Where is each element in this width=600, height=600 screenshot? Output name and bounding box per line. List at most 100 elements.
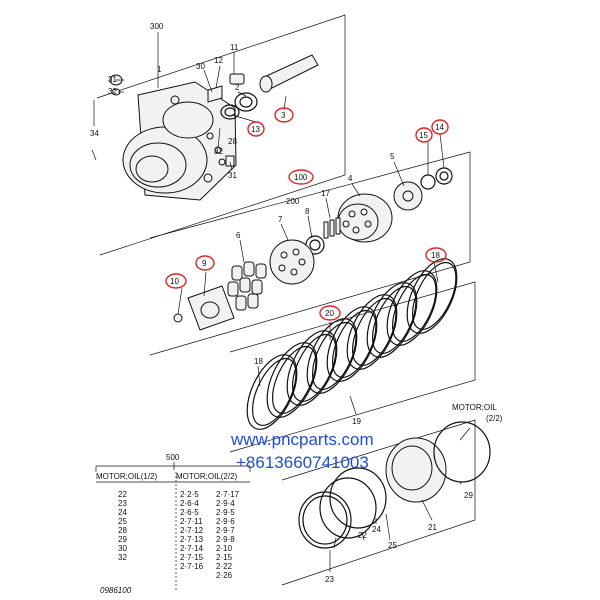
table-cell: 2·15 [216, 553, 233, 562]
callout-6: 6 [236, 231, 241, 240]
plate-outer [346, 294, 398, 370]
plate-outer [266, 342, 318, 418]
callout-9: 9 [202, 259, 207, 268]
table-cell: 2·7·14 [180, 544, 204, 553]
rotor-group [173, 167, 453, 331]
callout-28: 28 [228, 137, 237, 146]
table-cell: 24 [118, 508, 127, 517]
callout-5: 5 [390, 152, 395, 161]
table-cell: 2·9·7 [216, 526, 235, 535]
table-column-right: 2·7·172·9·42·9·52·9·62·9·72·9·82·102·152… [216, 490, 240, 580]
table-cell: 2·7·16 [180, 562, 204, 571]
callout-24: 24 [372, 525, 381, 534]
callout-10: 10 [170, 277, 179, 286]
table-column-mid: 2·2·52·6·42·6·52·7·112·7·122·7·132·7·142… [180, 490, 204, 571]
plate-outer [406, 258, 458, 334]
callout-22: 22 [358, 531, 367, 540]
leader-lines [93, 32, 471, 572]
plate-inner [411, 261, 457, 330]
motor-oil-label-line1: MOTOR;OIL [452, 403, 497, 412]
callout-13: 13 [251, 125, 260, 134]
highlight-10 [165, 273, 187, 289]
table-cell: 25 [118, 517, 127, 526]
callout-2: 2 [235, 83, 240, 92]
callout-31a: 31 [108, 75, 117, 84]
friction-plate-stack [246, 258, 458, 430]
callout-18a: 18 [431, 251, 440, 260]
highlight-13 [247, 121, 265, 137]
callout-14: 14 [435, 123, 444, 132]
frame-bottom [281, 419, 476, 586]
callout-3: 3 [281, 111, 286, 120]
callout-200: 200 [286, 197, 300, 206]
table-cell: 2·7·12 [180, 526, 204, 535]
parts-table: MOTOR;OIL(1/2) MOTOR;OIL(2/2) 2223242528… [95, 465, 251, 590]
plate-outer [366, 282, 418, 358]
highlight-20 [319, 305, 341, 321]
highlight-9 [195, 255, 215, 271]
callout-1: 1 [157, 65, 162, 74]
frame-middle [149, 151, 471, 356]
callout-7: 7 [278, 215, 283, 224]
table-cell: 32 [118, 553, 127, 562]
table-cell: 22 [118, 490, 127, 499]
bottom-parts [298, 421, 491, 549]
callout-23: 23 [325, 575, 334, 584]
piston-cluster [227, 261, 267, 311]
table-cell: 2·7·11 [180, 517, 203, 526]
callout-18b: 18 [254, 357, 263, 366]
motor-housing [122, 81, 237, 201]
highlight-100 [288, 169, 314, 185]
frame-upper [96, 14, 346, 256]
table-cell: 2·2·5 [180, 490, 199, 499]
upper-small-parts [91, 54, 319, 167]
callout-8: 8 [305, 207, 310, 216]
table-cell: 2·10 [216, 544, 233, 553]
callout-20: 20 [325, 309, 334, 318]
table-header-right: MOTOR;OIL(2/2) [176, 472, 238, 481]
callout-100: 100 [294, 173, 308, 182]
callout-17: 17 [321, 189, 330, 198]
table-cell: 2·22 [216, 562, 233, 571]
callout-19: 19 [352, 417, 361, 426]
table-cell: 28 [118, 526, 127, 535]
highlight-15 [415, 127, 433, 143]
callout-12: 12 [214, 56, 223, 65]
table-cell: 2·7·17 [216, 490, 240, 499]
highlight-18 [425, 247, 447, 263]
table-cell: 2·6·5 [180, 508, 199, 517]
callout-4: 4 [348, 174, 353, 183]
callout-34: 34 [90, 129, 99, 138]
callout-11: 11 [230, 43, 239, 52]
callout-21: 21 [428, 523, 437, 532]
table-cell: 2·9·6 [216, 517, 235, 526]
plate-outer [386, 270, 438, 346]
callout-300: 300 [150, 22, 164, 31]
table-cell: 23 [118, 499, 127, 508]
table-cell: 2·9·8 [216, 535, 235, 544]
callout-500: 500 [166, 453, 180, 462]
plate-outer [246, 354, 298, 430]
callout-31b: 31 [228, 171, 237, 180]
callout-30: 30 [196, 62, 205, 71]
motor-oil-label-line2: (2/2) [486, 414, 503, 423]
table-cell: 2·7·15 [180, 553, 204, 562]
table-cell: 2·6·4 [180, 499, 199, 508]
table-cell: 2·9·4 [216, 499, 235, 508]
watermark-url: www.pncparts.com [231, 430, 374, 449]
callout-29: 29 [464, 491, 473, 500]
watermark-phone: +8613660741003 [236, 453, 369, 472]
table-cell: 2·7·13 [180, 535, 204, 544]
callout-15: 15 [419, 131, 428, 140]
callout-labels: 300 1 11 12 30 31 32 2 13 3 34 28 32 31 … [90, 22, 503, 584]
drawing-code: 0986100 [100, 586, 132, 595]
plate-outer [306, 318, 358, 394]
highlight-14 [431, 119, 449, 135]
table-header-left: MOTOR;OIL(1/2) [96, 472, 158, 481]
highlight-marks [165, 107, 449, 321]
table-cell: 2·26 [216, 571, 233, 580]
table-cell: 30 [118, 544, 127, 553]
callout-32a: 32 [108, 87, 117, 96]
